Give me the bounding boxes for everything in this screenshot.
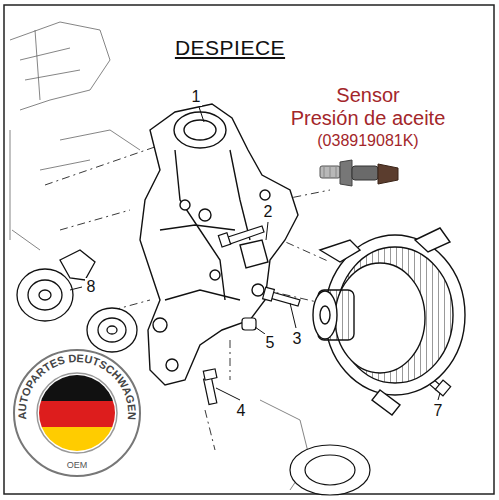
- part-name: Presión de aceite: [291, 107, 446, 129]
- diagram-title: DESPIECE: [175, 36, 285, 59]
- engine-part: [290, 445, 370, 495]
- oil-pressure-sensor: [320, 160, 398, 186]
- pulley: [87, 308, 137, 352]
- callout-number: 7: [432, 402, 445, 420]
- german-flag: [37, 375, 117, 453]
- callout-number: 4: [235, 402, 248, 420]
- bolt: [218, 226, 264, 247]
- part-name: Sensor: [336, 84, 399, 106]
- sleeve: [242, 318, 256, 330]
- engine-block: [10, 22, 310, 490]
- callout-number: 1: [190, 88, 203, 106]
- tensioner: [17, 250, 95, 321]
- badge-text: OEM: [67, 460, 88, 470]
- frame: [4, 5, 494, 494]
- callout-number: 8: [85, 278, 98, 296]
- bolt: [263, 287, 300, 306]
- callout-number: 5: [264, 334, 277, 352]
- leader-line: [70, 107, 440, 400]
- badge-text: AUTOPARTES DEUTSCHWAGEN: [16, 352, 138, 420]
- callout-number: 3: [291, 330, 304, 348]
- callout-number: 2: [262, 203, 275, 221]
- bracket: [140, 104, 298, 385]
- part-number: (038919081K): [317, 132, 418, 150]
- alternator: [313, 228, 465, 415]
- bolt: [203, 369, 217, 405]
